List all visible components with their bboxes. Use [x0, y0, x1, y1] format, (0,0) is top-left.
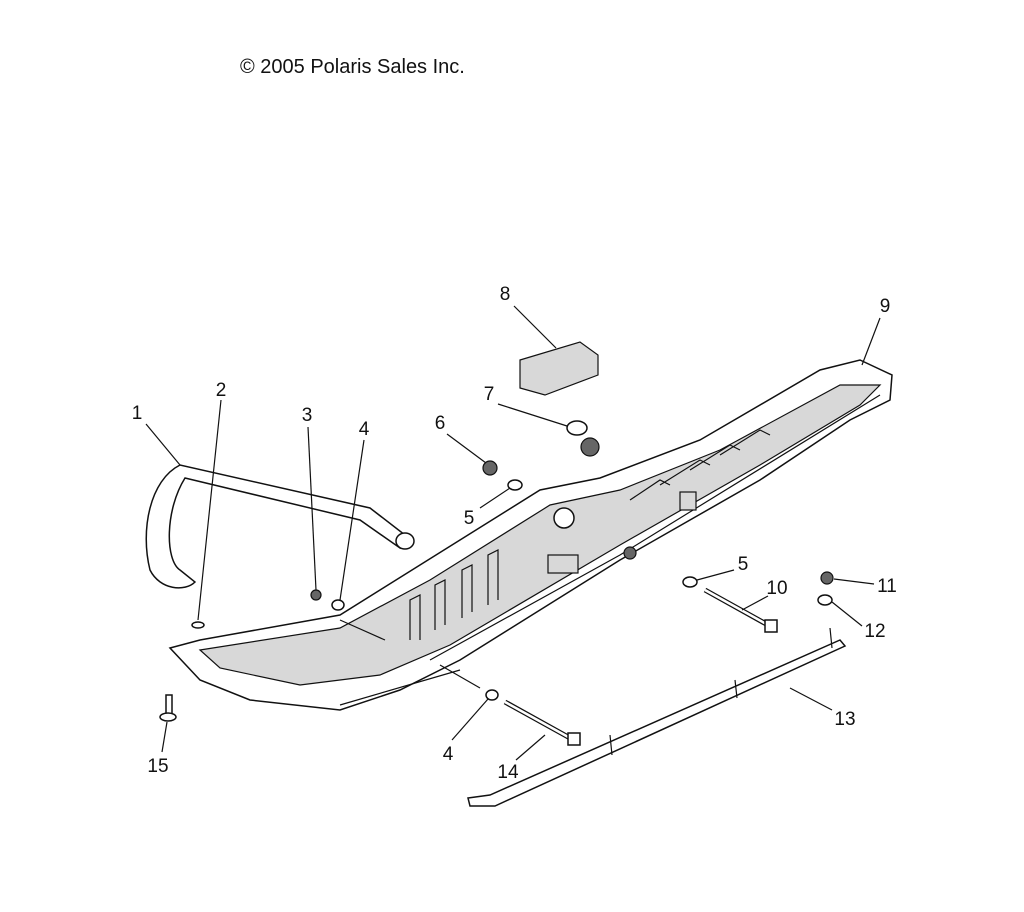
callout-2: 2 [216, 380, 227, 401]
callout-labels: 1 2 3 4 6 7 5 8 9 5 10 11 12 13 14 4 15 [132, 284, 897, 783]
callout-5: 5 [464, 508, 475, 529]
callout-12: 12 [864, 621, 885, 642]
leader-lines [145, 305, 881, 761]
callout-1: 1 [132, 403, 143, 424]
washer-12 [817, 594, 833, 606]
callout-3: 3 [302, 405, 313, 426]
ski-saddle-block [519, 341, 599, 396]
mount-hole [553, 507, 575, 529]
bolt-10 [703, 587, 778, 633]
callout-4-lower: 4 [443, 744, 454, 765]
callout-15: 15 [147, 756, 168, 777]
washer-5a [507, 479, 523, 491]
bolt-14 [503, 699, 581, 746]
bushing-7 [580, 437, 600, 457]
callout-4: 4 [359, 419, 370, 440]
rivet-2 [191, 621, 205, 629]
washer-5b [682, 576, 698, 588]
callout-13: 13 [834, 709, 855, 730]
nut-6 [482, 460, 498, 476]
rivet-15 [159, 694, 177, 722]
callout-6: 6 [435, 413, 446, 434]
washer-7 [566, 420, 588, 436]
carbide-runner [467, 627, 847, 807]
washer-4a [331, 599, 345, 611]
callout-8: 8 [500, 284, 511, 305]
callout-5-right: 5 [738, 554, 749, 575]
ski-body [168, 359, 893, 711]
washer-4b [485, 689, 499, 701]
callout-7: 7 [484, 384, 495, 405]
callout-11: 11 [877, 576, 897, 597]
callout-9: 9 [880, 296, 891, 317]
nut-3 [310, 589, 322, 601]
callout-14: 14 [497, 762, 519, 783]
nut-11 [820, 571, 834, 585]
callout-10: 10 [766, 578, 787, 599]
copyright-text: © 2005 Polaris Sales Inc. [240, 56, 465, 78]
ski-loop-handle [145, 464, 415, 589]
